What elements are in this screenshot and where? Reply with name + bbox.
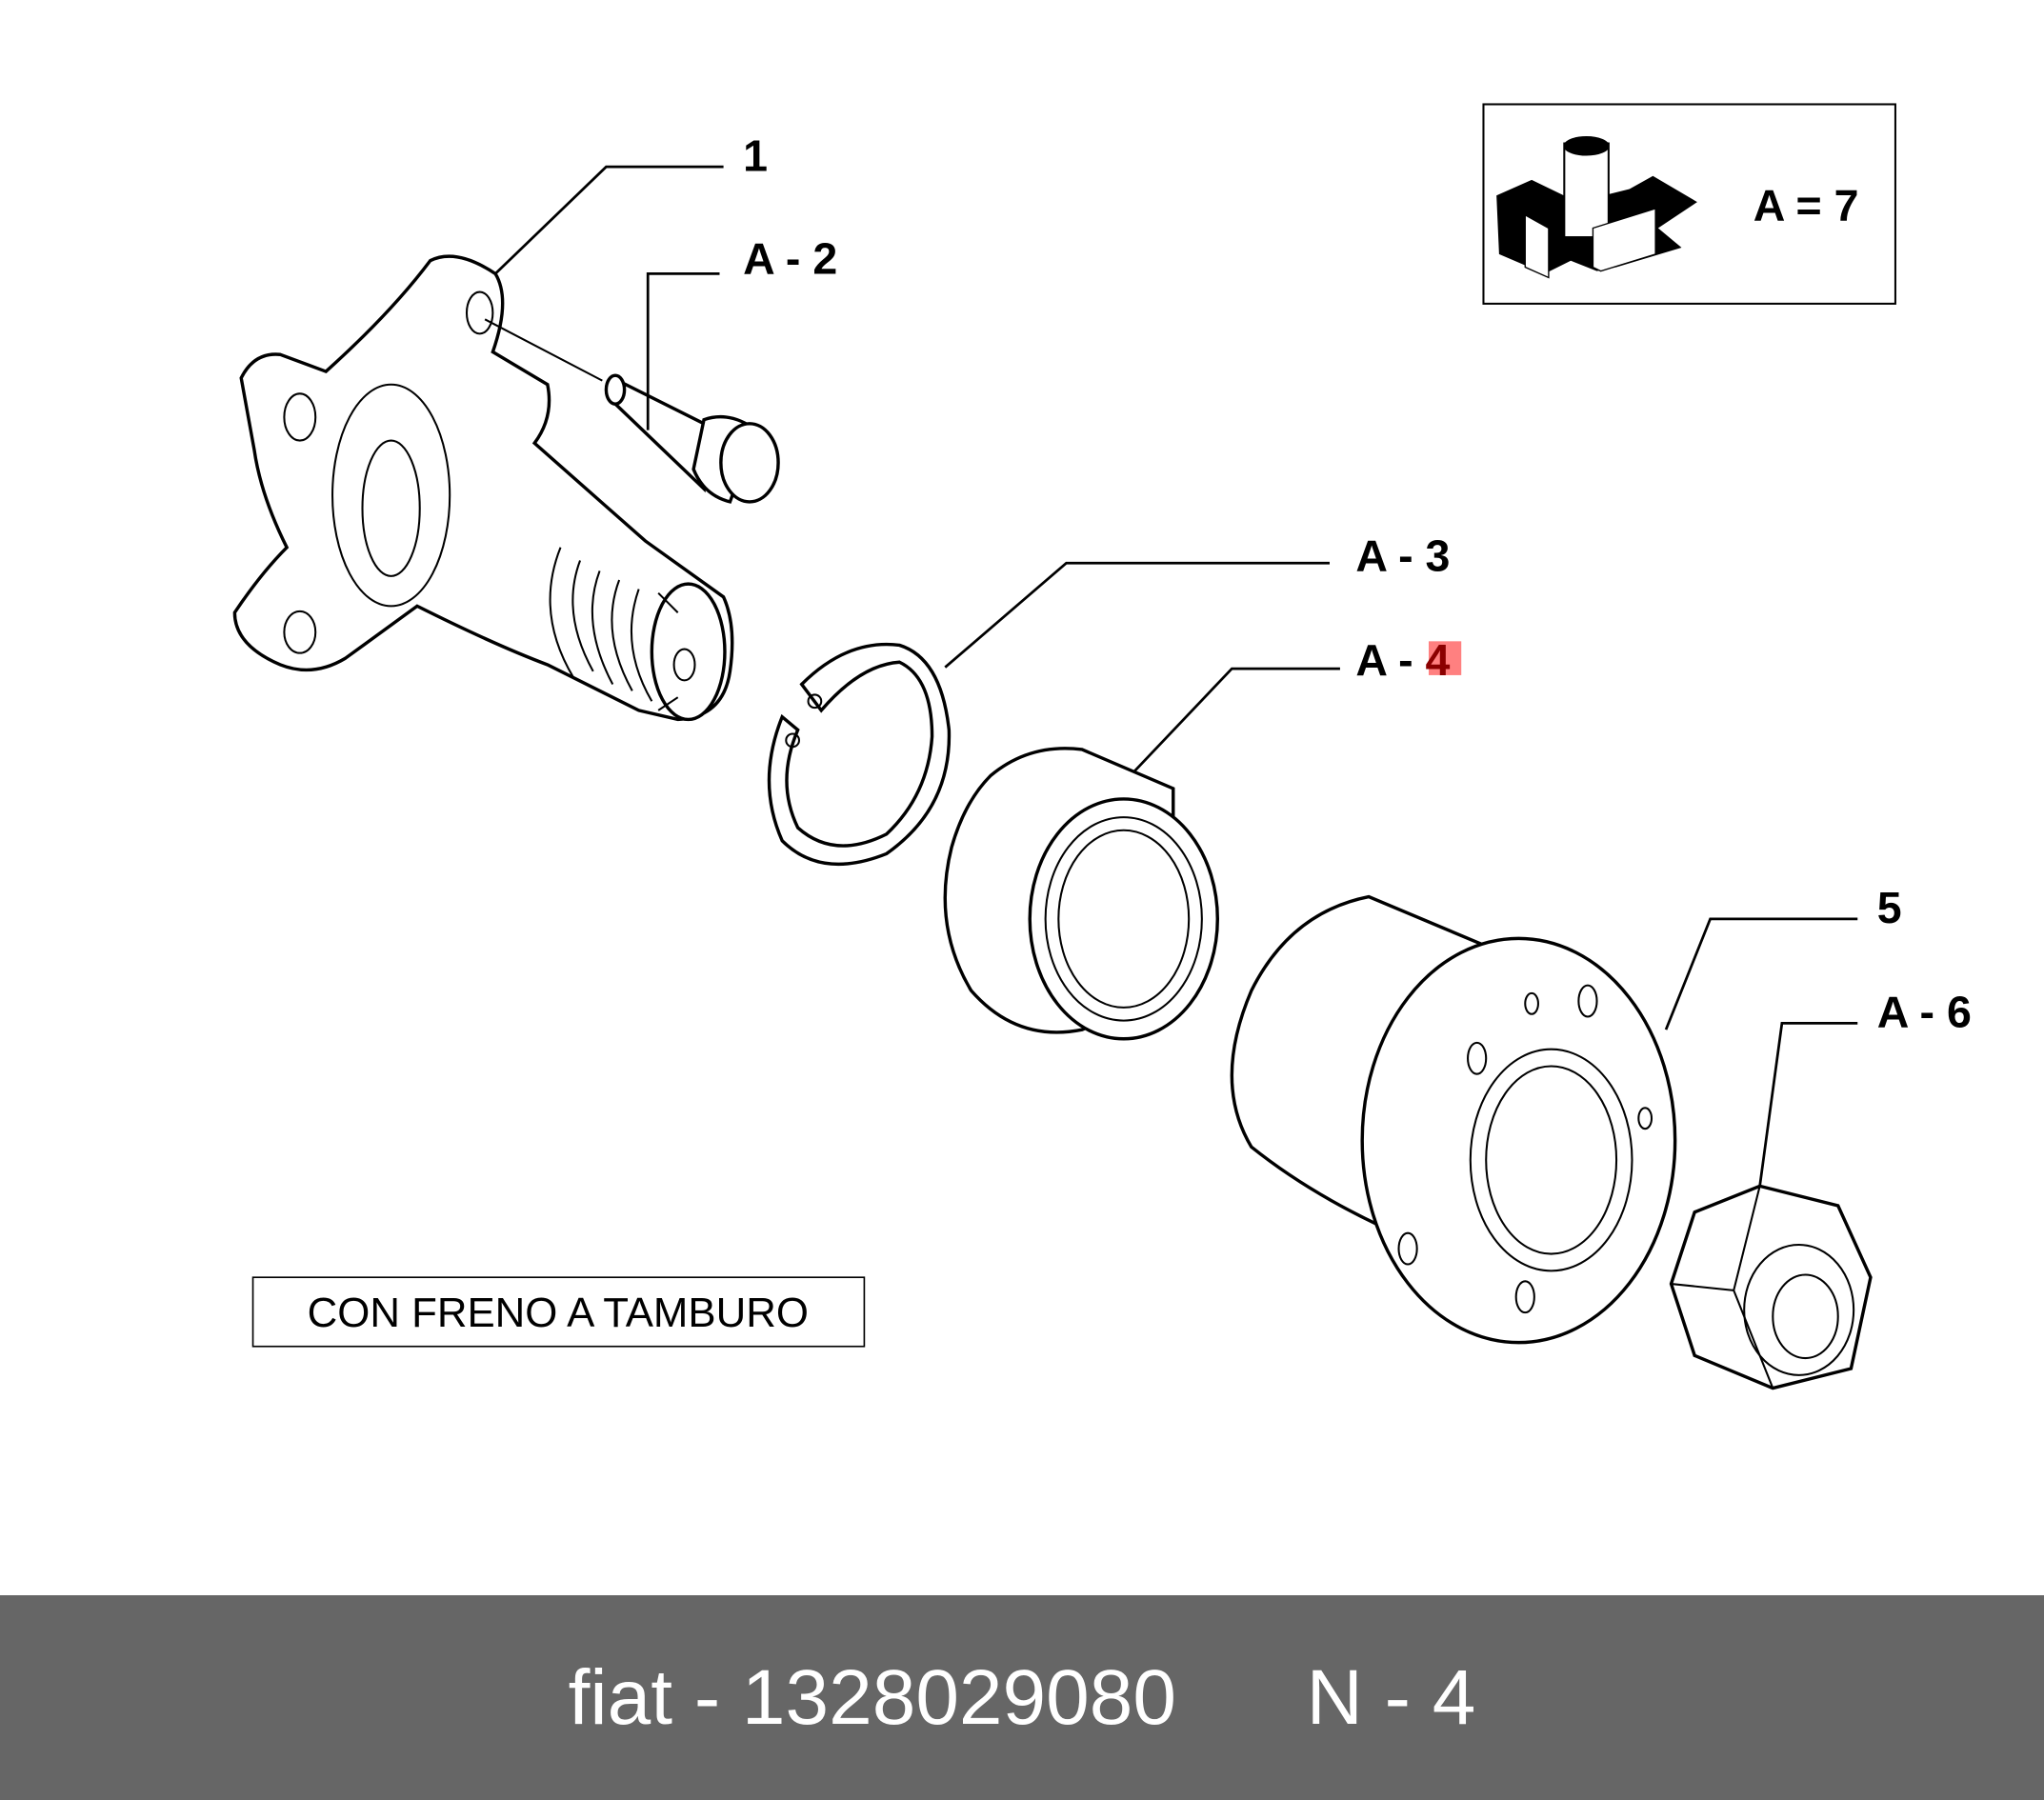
footer-brand: fiat xyxy=(568,1653,673,1741)
fiat-kit-logo-icon xyxy=(1496,136,1697,279)
kit-quantity-text: A = 7 xyxy=(1753,180,1859,230)
leader-line-3 xyxy=(944,561,1330,669)
leader-line-2 xyxy=(646,272,720,430)
footer-part-number: 1328029080 xyxy=(741,1653,1176,1741)
bolt-part-2 xyxy=(484,318,780,504)
footer-separator: - xyxy=(672,1653,742,1741)
label-part-1: 1 xyxy=(743,130,768,180)
highlight-part-4 xyxy=(1428,641,1462,675)
circlip-part-3 xyxy=(767,642,952,867)
label-part-6: A - 6 xyxy=(1877,987,1972,1036)
leader-line-6 xyxy=(1758,1021,1858,1187)
wheel-bearing-part-4 xyxy=(943,747,1219,1041)
footer-bar: fiat - 1328029080 N - 4 xyxy=(0,1595,2044,1800)
label-part-3: A - 3 xyxy=(1355,530,1450,580)
leader-line-1 xyxy=(494,165,724,275)
label-part-4-number: 4 xyxy=(1426,635,1451,685)
hub-nut-part-6 xyxy=(1669,1184,1873,1390)
label-part-2: A - 2 xyxy=(743,233,837,283)
label-part-5: 5 xyxy=(1877,883,1902,932)
label-part-4-prefix: A - xyxy=(1355,635,1425,685)
leader-line-4 xyxy=(1132,667,1340,773)
footer-ref: N - 4 xyxy=(1306,1653,1476,1741)
note-box: CON FRENO A TAMBURO xyxy=(251,1276,866,1348)
wheel-hub-part-5 xyxy=(1230,894,1677,1345)
stub-axle-part-1 xyxy=(232,254,734,722)
leader-line-5 xyxy=(1664,917,1858,1030)
note-text: CON FRENO A TAMBURO xyxy=(308,1290,809,1336)
label-part-4: A - 4 xyxy=(1355,635,1450,685)
kit-box: A = 7 xyxy=(1482,103,1896,305)
